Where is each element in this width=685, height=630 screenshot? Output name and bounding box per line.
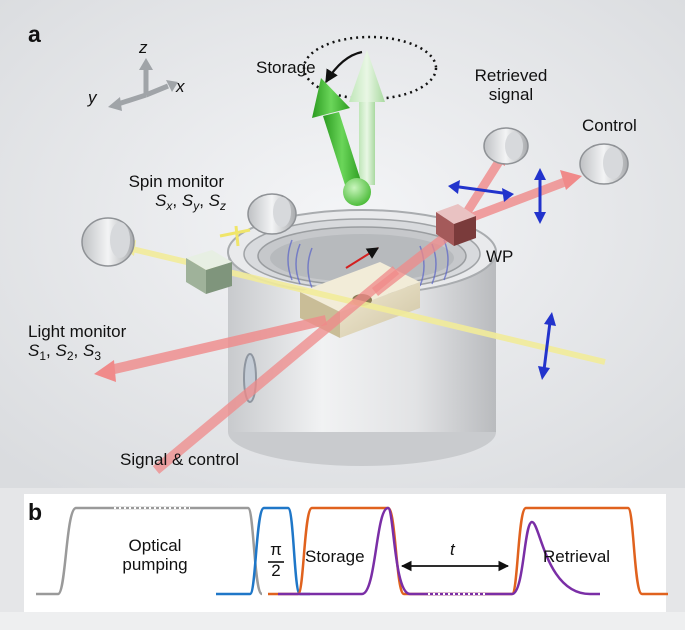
pi-half-trace — [216, 506, 310, 596]
spin-sy-sub: y — [193, 199, 200, 214]
storage-label: Storage — [256, 58, 316, 77]
control-trace — [268, 506, 668, 596]
light-sep-2: , — [73, 341, 83, 361]
retrieved-line-1: Retrieved — [474, 66, 548, 85]
spin-monitor-cube — [186, 250, 232, 294]
detector-retrieved — [483, 127, 529, 165]
precession-arrow — [325, 50, 363, 84]
panel-b-background — [24, 494, 666, 612]
detector-top — [247, 193, 297, 235]
field-arrow — [345, 247, 380, 269]
spin-sx-sub: x — [166, 199, 173, 214]
wave-plate-cube — [436, 204, 476, 246]
spin-monitor-components: Sx, Sy, Sz — [114, 191, 226, 213]
control-label: Control — [582, 116, 637, 135]
coordinate-axes — [108, 58, 178, 111]
storage-time-label: t — [450, 540, 455, 559]
spin-sy-symbol: S — [181, 191, 194, 211]
detector-spin-monitor — [81, 217, 135, 267]
panel-a-label: a — [28, 21, 41, 47]
spin-arrow-pale — [349, 50, 385, 185]
panel-b-label: b — [28, 499, 43, 525]
spin-sz-symbol: S — [208, 191, 220, 211]
pi-numerator: π — [270, 540, 282, 559]
optical-pumping-label: Optical pumping — [100, 536, 210, 574]
light-s1-sub: 1 — [39, 349, 47, 364]
axis-y-label: y — [88, 88, 97, 107]
spin-monitor-title: Spin monitor — [128, 172, 224, 191]
optical-line-1: Optical — [128, 536, 182, 555]
spin-sep-1: , — [172, 191, 182, 211]
spin-sz-sub: z — [220, 199, 226, 214]
light-s2-symbol: S — [55, 341, 67, 361]
polarization-arrows — [448, 168, 556, 380]
axis-z-label: z — [139, 38, 148, 57]
light-monitor-title: Light monitor — [28, 322, 127, 341]
light-monitor-label: Light monitor S1, S2, S3 — [28, 322, 126, 363]
axis-x-label: x — [176, 77, 185, 96]
spin-arrow-green — [312, 78, 361, 185]
storage-phase-label: Storage — [305, 547, 365, 566]
signal-control-label: Signal & control — [120, 450, 240, 469]
spin-monitor-label: Spin monitor Sx, Sy, Sz — [114, 172, 226, 213]
spin-sep-2: , — [199, 191, 209, 211]
atom-ball — [343, 178, 371, 206]
spin-sx-symbol: S — [155, 191, 167, 211]
pi-half-label: π 2 — [264, 540, 288, 580]
probe-polarization — [219, 225, 251, 247]
retrieved-line-2: signal — [488, 85, 534, 105]
pi-denominator: 2 — [271, 561, 281, 581]
signal-trace — [278, 506, 600, 596]
light-monitor-components: S1, S2, S3 — [28, 341, 126, 363]
retrieval-label: Retrieval — [543, 547, 611, 566]
light-s1-symbol: S — [28, 341, 40, 361]
light-s2-sub: 2 — [66, 349, 74, 364]
light-s3-sub: 3 — [94, 349, 101, 364]
panel-b-bottom-band — [0, 612, 685, 630]
light-sep-1: , — [46, 341, 56, 361]
light-s3-symbol: S — [82, 341, 95, 361]
wp-label: WP — [486, 247, 514, 266]
light-monitor-beam — [94, 315, 328, 382]
pumping-trace — [36, 506, 264, 596]
retrieved-signal-label: Retrieved signal — [466, 66, 556, 104]
optical-line-2: pumping — [122, 555, 188, 575]
detector-control — [579, 143, 629, 185]
